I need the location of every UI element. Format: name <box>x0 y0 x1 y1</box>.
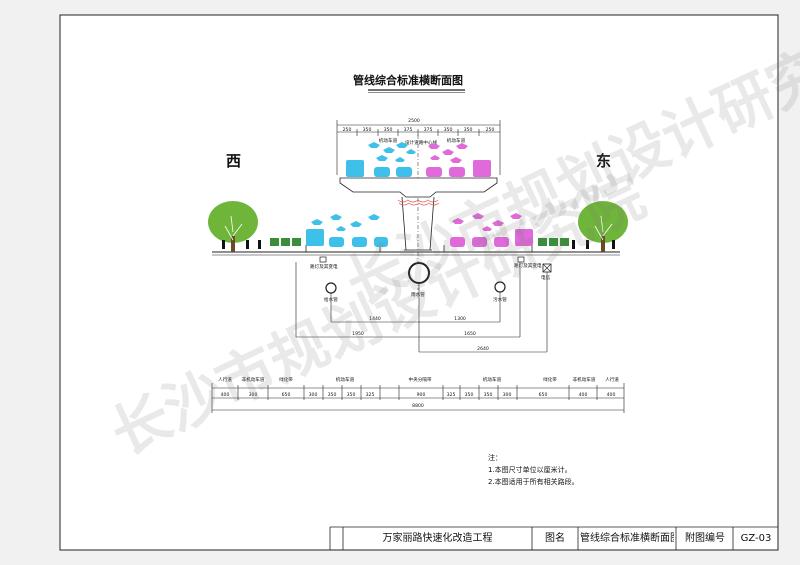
label-stormwater: 雨水管 <box>411 291 425 298</box>
project-name: 万家丽路快速化改造工程 <box>382 533 493 544</box>
zone-width-14: 400 <box>579 392 588 398</box>
elevated-seg-2: 350 <box>363 127 372 133</box>
elevated-seg-1: 250 <box>343 127 352 133</box>
elevated-seg-5: 375 <box>424 127 433 133</box>
centerline-label: 设计道路中心线 <box>405 139 438 146</box>
zone-sidewalk-right: 人行道 <box>605 376 619 383</box>
zone-width-5: 350 <box>328 392 337 398</box>
label-street-light-left: 路灯及其变电 <box>310 263 338 270</box>
elevated-lane-left-label: 机动车道 <box>379 137 398 144</box>
elevated-seg-4: 375 <box>404 127 413 133</box>
east-label: 东 <box>596 152 612 170</box>
zone-width-10: 350 <box>465 392 474 398</box>
title-block-frame <box>329 526 778 550</box>
figure-number-label: 附图编号 <box>685 533 725 544</box>
elevated-seg-3: 350 <box>384 127 393 133</box>
zone-width-7: 325 <box>366 392 375 398</box>
zone-width-4: 300 <box>309 392 318 398</box>
zone-green-right: 绿化带 <box>543 376 557 383</box>
elevated-seg-7: 350 <box>464 127 473 133</box>
pipe-spacing-dimensions <box>295 262 548 353</box>
ground-cyan-vehicles <box>306 214 388 247</box>
label-telecom: 电信 <box>541 274 551 281</box>
zone-width-1: 400 <box>221 392 230 398</box>
zone-width-3: 650 <box>282 392 291 398</box>
ground-magenta-vehicles <box>450 213 533 247</box>
dim-right-total: 1650 <box>464 331 476 337</box>
notes-block: 注： 1.本图尺寸单位以厘米计。 2.本图适用于所有相关路段。 <box>488 452 579 488</box>
elevated-seg-8: 250 <box>486 127 495 133</box>
zone-width-11: 350 <box>484 392 493 398</box>
right-green-bikes <box>538 238 569 246</box>
elevated-pier <box>401 196 435 251</box>
elevated-dimension-chain <box>336 120 501 175</box>
note-1: 1.本图尺寸单位以厘米计。 <box>488 466 572 474</box>
drawing-name: 管线综合标准横断面图 <box>580 533 674 544</box>
elevated-seg-6: 350 <box>444 127 453 133</box>
zone-median: 中央分隔带 <box>409 376 432 383</box>
drawing-title: 管线综合标准横断面图 <box>353 74 463 87</box>
note-2: 2.本图适用于所有相关路段。 <box>488 478 579 486</box>
figure-number: GZ-03 <box>740 533 772 544</box>
zone-width-9: 325 <box>447 392 456 398</box>
elevated-deck <box>339 177 498 198</box>
dim-center-to-right: 1300 <box>454 316 466 322</box>
pipe-street-light-left <box>319 256 327 263</box>
tree-left <box>208 201 258 252</box>
elevated-lane-right-label: 机动车道 <box>447 137 466 144</box>
left-sidewalk-figures <box>222 240 261 249</box>
tree-right <box>578 201 628 252</box>
zone-green-left: 绿化带 <box>279 376 293 383</box>
pipe-telecom <box>542 263 552 273</box>
elevated-cyan-vehicles <box>346 142 416 177</box>
zone-total-width: 8800 <box>412 403 424 409</box>
drawing-name-label: 图名 <box>545 533 565 544</box>
label-street-light-right: 路灯及其变电 <box>514 262 542 269</box>
dim-left-total: 1950 <box>352 331 364 337</box>
pipe-street-light-right <box>517 256 525 263</box>
zone-width-12: 300 <box>503 392 512 398</box>
notes-title: 注： <box>488 454 502 462</box>
zone-width-8: 900 <box>417 392 426 398</box>
zone-dimension-chain <box>211 383 625 413</box>
elevated-magenta-vehicles <box>426 143 491 177</box>
zone-motor-left: 机动车道 <box>336 376 355 383</box>
zone-width-2: 300 <box>249 392 258 398</box>
zone-nonmotor-left: 非机动车道 <box>242 376 265 383</box>
zone-sidewalk-left: 人行道 <box>218 376 232 383</box>
zone-width-13: 650 <box>539 392 548 398</box>
zone-nonmotor-right: 非机动车道 <box>573 376 596 383</box>
right-sidewalk-figures <box>572 240 615 249</box>
elevated-total-width: 2500 <box>408 118 420 124</box>
west-label: 西 <box>226 152 242 170</box>
zone-width-15: 400 <box>607 392 616 398</box>
dim-right-total2: 2640 <box>477 346 489 352</box>
zone-motor-right: 机动车道 <box>483 376 502 383</box>
left-green-bikes <box>270 238 301 246</box>
zone-width-6: 350 <box>347 392 356 398</box>
dim-left-to-center: 1440 <box>369 316 381 322</box>
pier-crossbeam-decoration <box>397 199 440 206</box>
